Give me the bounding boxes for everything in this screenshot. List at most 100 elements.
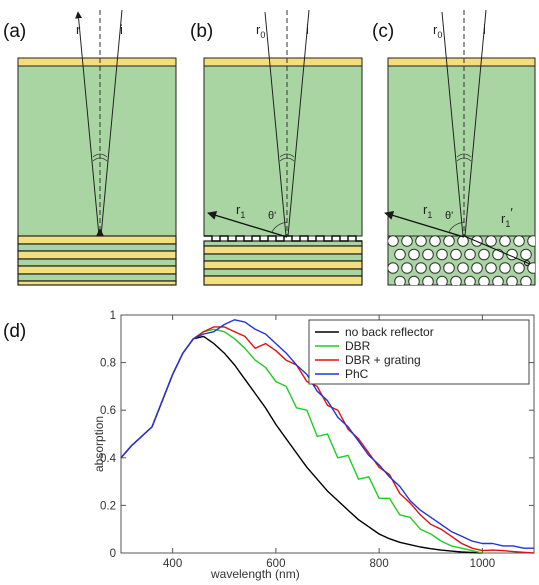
photonic-crystal-holes xyxy=(388,235,535,285)
series-line-4 xyxy=(120,319,534,549)
phc-hole xyxy=(394,275,406,285)
incident-ray xyxy=(100,9,123,237)
ray-end-marker xyxy=(524,260,530,266)
ray-label-r0: r0 xyxy=(256,22,265,40)
y-tick-label: 0 xyxy=(110,548,116,560)
angle-arc xyxy=(92,153,108,158)
ray-label-r0: r0 xyxy=(433,22,442,40)
phc-hole xyxy=(401,262,413,274)
phc-hole xyxy=(408,275,420,285)
y-tick-label: 0.6 xyxy=(100,405,116,417)
phc-hole xyxy=(422,248,434,261)
panel-c: (c) r0 i r1 θ' r1′ xyxy=(372,9,536,286)
phc-hole xyxy=(443,235,455,247)
dbr-stack xyxy=(203,240,363,286)
phc-hole xyxy=(436,275,448,285)
panel-d: (d) 400 600 800 1000 0 0.2 0.4 0.6 0.8 1 waveleng… xyxy=(3,310,535,581)
reflected-ray-r0 xyxy=(264,11,287,237)
absorber-layer xyxy=(17,65,177,237)
phc-hole xyxy=(527,262,535,274)
phc-hole xyxy=(499,262,511,274)
panel-a-label: (a) xyxy=(3,21,26,42)
dbr-stack xyxy=(17,235,177,286)
theta-arc xyxy=(448,221,465,233)
phc-hole xyxy=(527,235,535,247)
angle-arc xyxy=(279,153,295,158)
y-tick-label: 0.8 xyxy=(100,358,116,370)
legend-entry: DBR xyxy=(345,339,371,353)
y-tick-label: 0.2 xyxy=(100,500,116,512)
panel-b-label: (b) xyxy=(190,21,213,42)
phc-hole xyxy=(464,275,476,285)
chart-ticks: 400 600 800 1000 0 0.2 0.4 0.6 0.8 1 xyxy=(100,310,534,570)
phc-hole xyxy=(436,248,448,261)
absorber-layer xyxy=(387,65,536,237)
phc-hole xyxy=(492,275,504,285)
panel-a: (a) r i xyxy=(3,9,177,286)
incident-ray xyxy=(464,9,487,237)
x-tick-label: 600 xyxy=(266,558,285,570)
absorber-layer xyxy=(203,65,363,237)
phc-hole xyxy=(388,235,399,247)
diffracted-ray-r1 xyxy=(207,211,288,238)
phc-hole xyxy=(401,235,413,247)
y-tick-label: 1 xyxy=(110,310,116,322)
top-contact-layer xyxy=(387,57,536,67)
ray-label-r: r xyxy=(76,22,81,37)
x-axis-title: wavelength (nm) xyxy=(210,567,300,581)
x-tick-label: 1000 xyxy=(470,558,496,570)
legend-entry: no back reflector xyxy=(345,325,434,339)
phc-hole xyxy=(450,248,462,261)
y-tick-label: 0.4 xyxy=(100,453,117,465)
ray-label-r1: r1 xyxy=(236,202,245,220)
theta-label: θ' xyxy=(445,210,453,222)
legend-entry: PhC xyxy=(345,367,369,381)
ray-label-r1: r1 xyxy=(423,202,432,220)
grating xyxy=(204,235,362,242)
diffracted-ray-r1-prime xyxy=(463,235,531,265)
ray-label-i: i xyxy=(483,22,486,37)
chart-series xyxy=(120,319,535,554)
phc-hole xyxy=(429,262,441,274)
phc-hole xyxy=(443,262,455,274)
diffracted-ray-r1 xyxy=(384,211,465,238)
angle-arc xyxy=(92,157,108,162)
phc-hole xyxy=(422,275,434,285)
phc-hole xyxy=(388,262,399,274)
phc-hole xyxy=(485,235,497,247)
phc-hole xyxy=(520,275,532,285)
ray-label-i: i xyxy=(120,22,123,37)
ray-label-r1-prime: r1′ xyxy=(501,205,513,229)
phc-hole xyxy=(415,262,427,274)
x-tick-label: 800 xyxy=(370,558,389,570)
phc-hole xyxy=(499,235,511,247)
legend-entry: DBR + grating xyxy=(345,353,421,367)
phc-hole xyxy=(478,248,490,261)
panel-c-label: (c) xyxy=(372,21,394,42)
x-tick-label: 400 xyxy=(163,558,182,570)
phc-hole xyxy=(485,262,497,274)
y-axis-title: absorption xyxy=(92,416,106,472)
panel-d-label: (d) xyxy=(3,321,26,342)
incident-ray xyxy=(287,9,310,237)
theta-label: θ' xyxy=(268,210,276,222)
phc-hole xyxy=(450,275,462,285)
phc-hole xyxy=(513,235,525,247)
legend-box xyxy=(308,319,530,385)
phc-hole xyxy=(394,248,406,261)
top-contact-layer xyxy=(17,57,177,67)
top-contact-layer xyxy=(203,57,363,67)
phc-hole xyxy=(513,262,525,274)
theta-arc xyxy=(271,221,288,233)
reflected-ray-r0 xyxy=(441,11,464,237)
phc-hole xyxy=(478,275,490,285)
panel-b: (b) r0 i r1 θ' xyxy=(190,9,363,286)
angle-arc xyxy=(456,157,472,162)
phc-hole xyxy=(464,248,476,261)
phc-hole xyxy=(471,262,483,274)
phc-hole xyxy=(415,235,427,247)
phc-hole xyxy=(457,262,469,274)
angle-arc xyxy=(279,157,295,162)
